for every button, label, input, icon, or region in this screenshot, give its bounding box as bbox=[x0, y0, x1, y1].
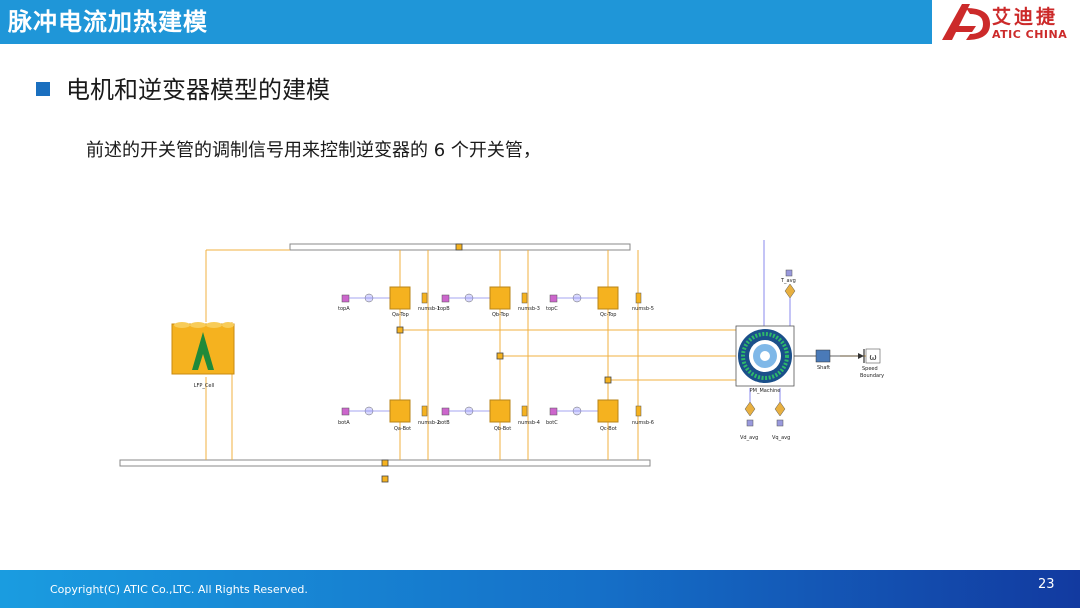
copyright-text: Copyright(C) ATIC Co.,LTC. All Rights Re… bbox=[50, 583, 308, 596]
gate-signal-icon bbox=[341, 294, 350, 303]
gate-signal-icon bbox=[549, 294, 558, 303]
speed-label-2: Boundary bbox=[860, 373, 884, 379]
svg-text:numsb-1: numsb-1 bbox=[418, 306, 440, 312]
speed-label-1: Speed bbox=[862, 366, 878, 372]
gate-signal-icon bbox=[441, 407, 450, 416]
shaft-label: Shaft bbox=[817, 365, 830, 371]
torque-label: T_avg bbox=[780, 278, 796, 284]
igbt-switch-icon bbox=[597, 399, 619, 423]
switch-group-qb-top: topB Qb-Top numsb-3 bbox=[438, 286, 540, 318]
header-bar: 脉冲电流加热建模 bbox=[0, 0, 1080, 44]
machine-label: PM_Machine bbox=[750, 388, 781, 394]
switch-group-qa-top: topA Qa-Top numsb-1 bbox=[338, 286, 440, 318]
bus-bottom-node bbox=[381, 459, 389, 467]
sensor-icon bbox=[784, 283, 796, 299]
svg-text:topC: topC bbox=[546, 306, 558, 312]
vq-sensor-block bbox=[774, 401, 786, 427]
shaft-block bbox=[794, 349, 864, 363]
phase-a-node bbox=[396, 326, 404, 334]
current-meter-icon bbox=[635, 292, 642, 304]
svg-text:numsb-4: numsb-4 bbox=[518, 420, 540, 426]
logo-name-cn: 艾迪捷 bbox=[992, 6, 1059, 28]
battery-block bbox=[171, 322, 235, 375]
igbt-switch-icon bbox=[489, 399, 511, 423]
switch-group-qc-top: topC Qc-Top numsb-5 bbox=[546, 286, 654, 318]
svg-text:botB: botB bbox=[438, 420, 450, 426]
svg-text:Qb-Top: Qb-Top bbox=[492, 312, 509, 318]
current-meter-icon bbox=[521, 405, 528, 417]
switch-group-qc-bot: botC Qc-Bot numsb-6 bbox=[546, 399, 654, 432]
svg-text:botA: botA bbox=[338, 420, 350, 426]
svg-text:Qb-Bot: Qb-Bot bbox=[494, 426, 511, 432]
bullet-square bbox=[36, 82, 50, 96]
logo-name-en: ATIC CHINA bbox=[992, 28, 1068, 41]
phase-c-node bbox=[604, 376, 612, 384]
vq-label: Vq_avg bbox=[772, 435, 790, 441]
description-text: 前述的开关管的调制信号用来控制逆变器的 6 个开关管， bbox=[86, 140, 541, 161]
page-number: 23 bbox=[1038, 577, 1055, 592]
svg-text:Qa-Bot: Qa-Bot bbox=[394, 426, 411, 432]
gate-signal-icon bbox=[441, 294, 450, 303]
gate-signal-icon bbox=[549, 407, 558, 416]
inverter-motor-diagram: LFP_Cell topA Qa-Top numsb-1 topB Qb-Top… bbox=[119, 240, 884, 483]
ground-node bbox=[381, 475, 389, 483]
svg-text:topB: topB bbox=[438, 306, 450, 312]
current-meter-icon bbox=[421, 292, 428, 304]
bus-top-node bbox=[455, 243, 463, 251]
atic-logo-icon bbox=[942, 4, 990, 40]
vd-label: Vd_avg bbox=[740, 435, 758, 441]
switch-group-qb-bot: botB Qb-Bot numsb-4 bbox=[438, 399, 540, 432]
current-meter-icon bbox=[635, 405, 642, 417]
svg-text:Qc-Bot: Qc-Bot bbox=[600, 426, 617, 432]
svg-text:Qc-Top: Qc-Top bbox=[600, 312, 616, 318]
svg-text:numsb-2: numsb-2 bbox=[418, 420, 440, 426]
pm-machine-block bbox=[735, 325, 795, 387]
phase-b-node bbox=[496, 352, 504, 360]
battery-logo-icon bbox=[192, 332, 214, 370]
gate-signal-icon bbox=[341, 407, 350, 416]
current-meter-icon bbox=[421, 405, 428, 417]
shaft-icon bbox=[815, 349, 831, 363]
svg-text:numsb-5: numsb-5 bbox=[632, 306, 654, 312]
sensor-icon bbox=[744, 401, 756, 417]
igbt-switch-icon bbox=[489, 286, 511, 310]
speed-symbol: ω bbox=[869, 353, 877, 363]
current-meter-icon bbox=[521, 292, 528, 304]
svg-text:Qa-Top: Qa-Top bbox=[392, 312, 409, 318]
sensor-icon bbox=[774, 401, 786, 417]
igbt-switch-icon bbox=[389, 286, 411, 310]
torque-sensor-block bbox=[784, 269, 796, 299]
igbt-switch-icon bbox=[389, 399, 411, 423]
section-heading: 电机和逆变器模型的建模 bbox=[66, 76, 330, 104]
svg-text:numsb-3: numsb-3 bbox=[518, 306, 540, 312]
vd-sensor-block bbox=[744, 401, 756, 427]
switch-group-qa-bot: botA Qa-Bot numsb-2 bbox=[338, 399, 440, 432]
svg-text:numsb-6: numsb-6 bbox=[632, 420, 654, 426]
speed-boundary-block bbox=[863, 348, 881, 364]
igbt-switch-icon bbox=[597, 286, 619, 310]
svg-text:topA: topA bbox=[338, 306, 350, 312]
footer-bar bbox=[0, 570, 1080, 608]
logo-area bbox=[932, 0, 1080, 44]
page-title: 脉冲电流加热建模 bbox=[8, 8, 208, 36]
svg-text:botC: botC bbox=[546, 420, 558, 426]
battery-label: LFP_Cell bbox=[194, 383, 215, 389]
